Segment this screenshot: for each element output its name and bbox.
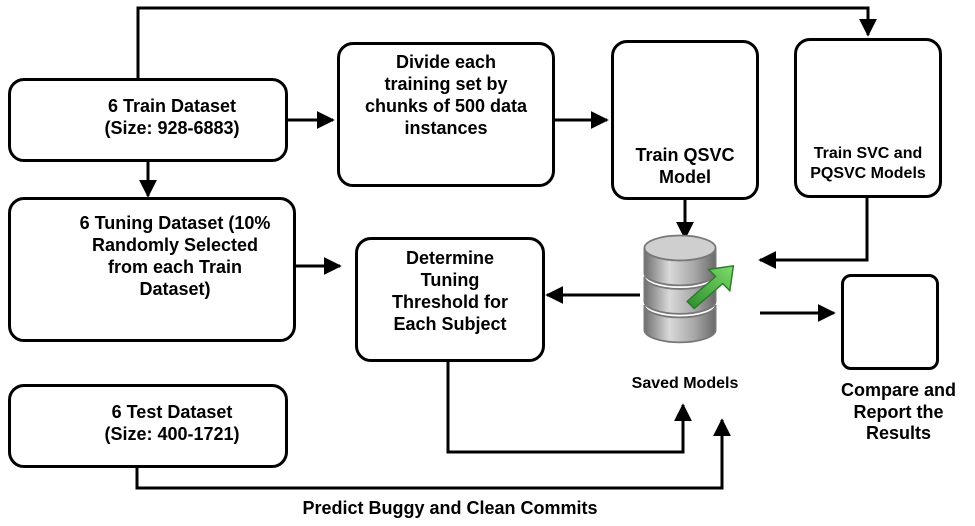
svc-label: Train SVC and PQSVC Models — [810, 145, 926, 182]
saved-models-database-icon — [643, 234, 735, 344]
threshold-label: Determine Tuning Threshold for Each Subj… — [392, 248, 508, 334]
train-dataset-node — [8, 78, 288, 162]
test-dataset-label: 6 Test Dataset (Size: 400-1721) — [104, 402, 240, 444]
predict-edge-label: Predict Buggy and Clean Commits — [302, 498, 598, 518]
compare-label: Compare and Report the Results — [840, 380, 957, 444]
test-dataset-node — [8, 384, 288, 468]
edge-svc-to-saved — [758, 198, 869, 269]
edge-test-to-saved — [135, 418, 731, 490]
threshold-node — [355, 237, 545, 362]
chunk-label: Divide each training set by chunks of 50… — [364, 52, 528, 138]
chunk-node — [337, 42, 555, 187]
edge-threshold-to-saved — [446, 362, 692, 454]
svc-node — [794, 38, 942, 198]
compare-node — [841, 274, 939, 370]
train-dataset-label: 6 Train Dataset (Size: 928-6883) — [104, 96, 240, 138]
tuning-dataset-label: 6 Tuning Dataset (10% Randomly Selected … — [79, 213, 271, 299]
qsvc-node — [611, 40, 759, 200]
qsvc-label: Train QSVC Model — [635, 145, 735, 187]
saved-models-label: Saved Models — [631, 375, 739, 392]
connectors — [135, 6, 877, 490]
tuning-dataset-node — [8, 197, 296, 342]
edge-train-to-svc — [136, 6, 877, 78]
